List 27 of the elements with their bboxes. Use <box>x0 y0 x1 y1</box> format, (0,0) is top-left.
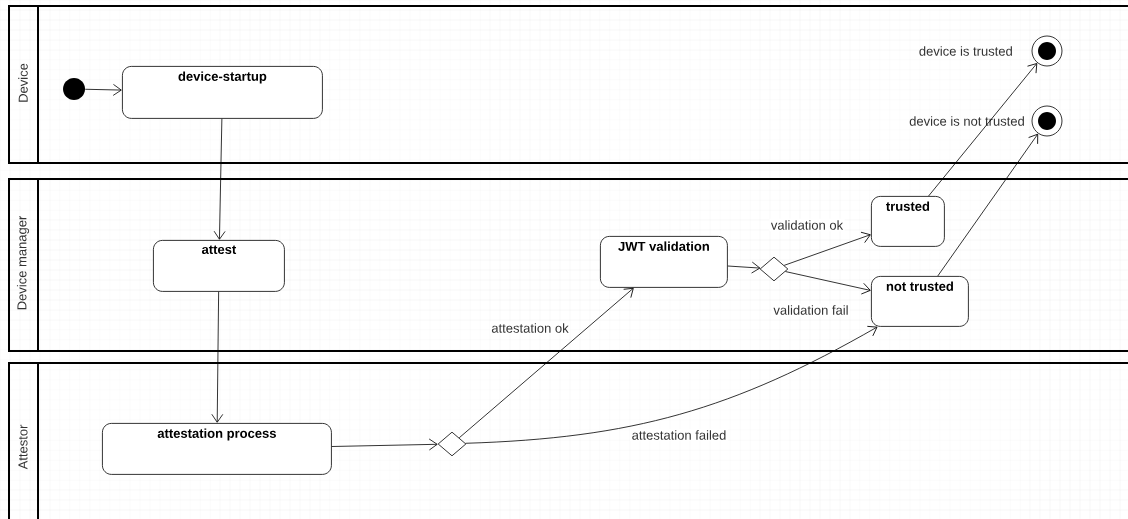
end-point <box>1031 105 1063 137</box>
arrow <box>213 118 226 240</box>
action-box: trusted <box>871 196 945 247</box>
arrow <box>928 63 1038 197</box>
action-box: attestation process <box>102 423 332 475</box>
arrow <box>465 325 878 444</box>
action-box: device-startup <box>122 66 323 119</box>
edge-label: validation fail <box>771 303 851 317</box>
node-caption: device is trusted <box>919 46 1012 56</box>
action-box: JWT validation <box>600 236 728 288</box>
arrow <box>331 438 438 451</box>
edge-label: validation ok <box>769 218 845 232</box>
arrow <box>211 291 224 423</box>
arrow <box>937 133 1039 277</box>
edge-label: attestation ok <box>489 321 571 335</box>
edge-label: attestation failed <box>630 428 728 442</box>
arrow <box>785 271 871 295</box>
action-box: attest <box>153 240 285 292</box>
decision-diamond <box>759 256 789 282</box>
arrow <box>458 287 634 439</box>
arrow <box>727 261 761 274</box>
action-box: not trusted <box>871 276 969 327</box>
start-dot <box>63 78 85 100</box>
decision-diamond <box>437 431 467 457</box>
arrow <box>783 231 871 266</box>
end-point <box>1031 35 1063 67</box>
arrow <box>84 84 122 96</box>
